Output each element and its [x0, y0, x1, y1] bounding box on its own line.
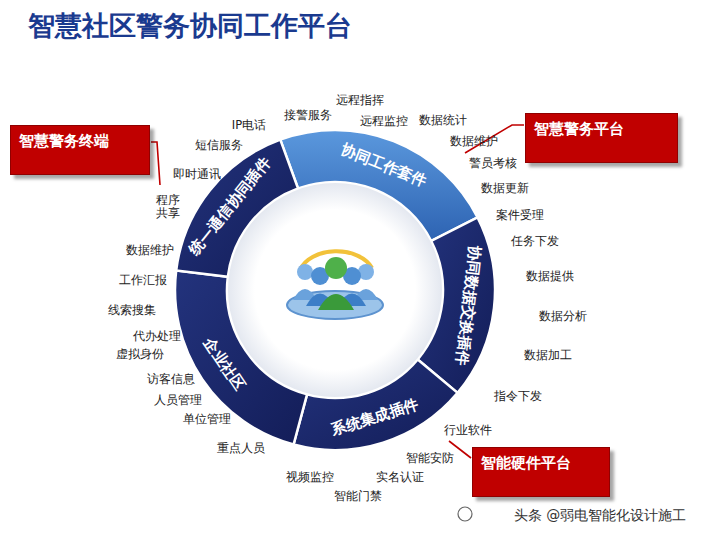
function-label: 警员考核 [469, 157, 517, 170]
people-icon [287, 251, 383, 319]
function-label: 智能门禁 [334, 490, 382, 503]
callout-text: 智慧警务终端 [19, 132, 141, 151]
function-label: 虚拟身份 [116, 348, 164, 361]
function-label: 代办处理 [133, 330, 181, 343]
function-label: 智能安防 [406, 452, 454, 465]
function-label: 接警服务 [284, 109, 332, 122]
function-label: 任务下发 [511, 235, 559, 248]
function-label: 数据更新 [481, 182, 529, 195]
callout-box: 智慧警务终端 [10, 125, 150, 175]
function-label: 实名认证 [376, 471, 424, 484]
function-label: IP电话 [232, 119, 266, 132]
function-label: 工作汇报 [119, 274, 167, 287]
function-label: 人员管理 [154, 394, 202, 407]
function-label: 线索搜集 [108, 304, 156, 317]
callout-text: 智能硬件平台 [481, 454, 601, 473]
function-label: 数据提供 [526, 270, 574, 283]
ring [175, 130, 495, 450]
watermark: 头条 @弱电智能化设计施工 [514, 507, 686, 523]
inner-circle [228, 183, 442, 397]
function-label: 远程监控 [360, 115, 408, 128]
callout-box: 智慧警务平台 [525, 113, 678, 163]
leader-lines [151, 125, 524, 458]
function-label: 单位管理 [183, 413, 231, 426]
function-label: 指令下发 [494, 390, 542, 403]
function-label: 访客信息 [147, 373, 195, 386]
function-label: 数据维护 [450, 135, 498, 148]
function-label: 短信服务 [195, 139, 243, 152]
function-label: 数据维护 [126, 244, 174, 257]
function-label: 数据统计 [419, 114, 467, 127]
function-label: 视频监控 [286, 471, 334, 484]
function-label: 行业软件 [444, 424, 492, 437]
callout-box: 智能硬件平台 [472, 447, 610, 497]
function-label: 案件受理 [496, 209, 544, 222]
function-label: 即时通讯 [173, 168, 221, 181]
function-label: 数据分析 [539, 310, 587, 323]
watermark-logo [458, 507, 472, 521]
function-label: 程序 共享 [155, 194, 181, 220]
function-label: 重点人员 [217, 442, 265, 455]
callout-text: 智慧警务平台 [534, 120, 669, 139]
title: 智慧社区警务协同工作平台 [28, 8, 352, 44]
function-label: 数据加工 [524, 349, 572, 362]
function-label: 远程指挥 [336, 94, 384, 107]
